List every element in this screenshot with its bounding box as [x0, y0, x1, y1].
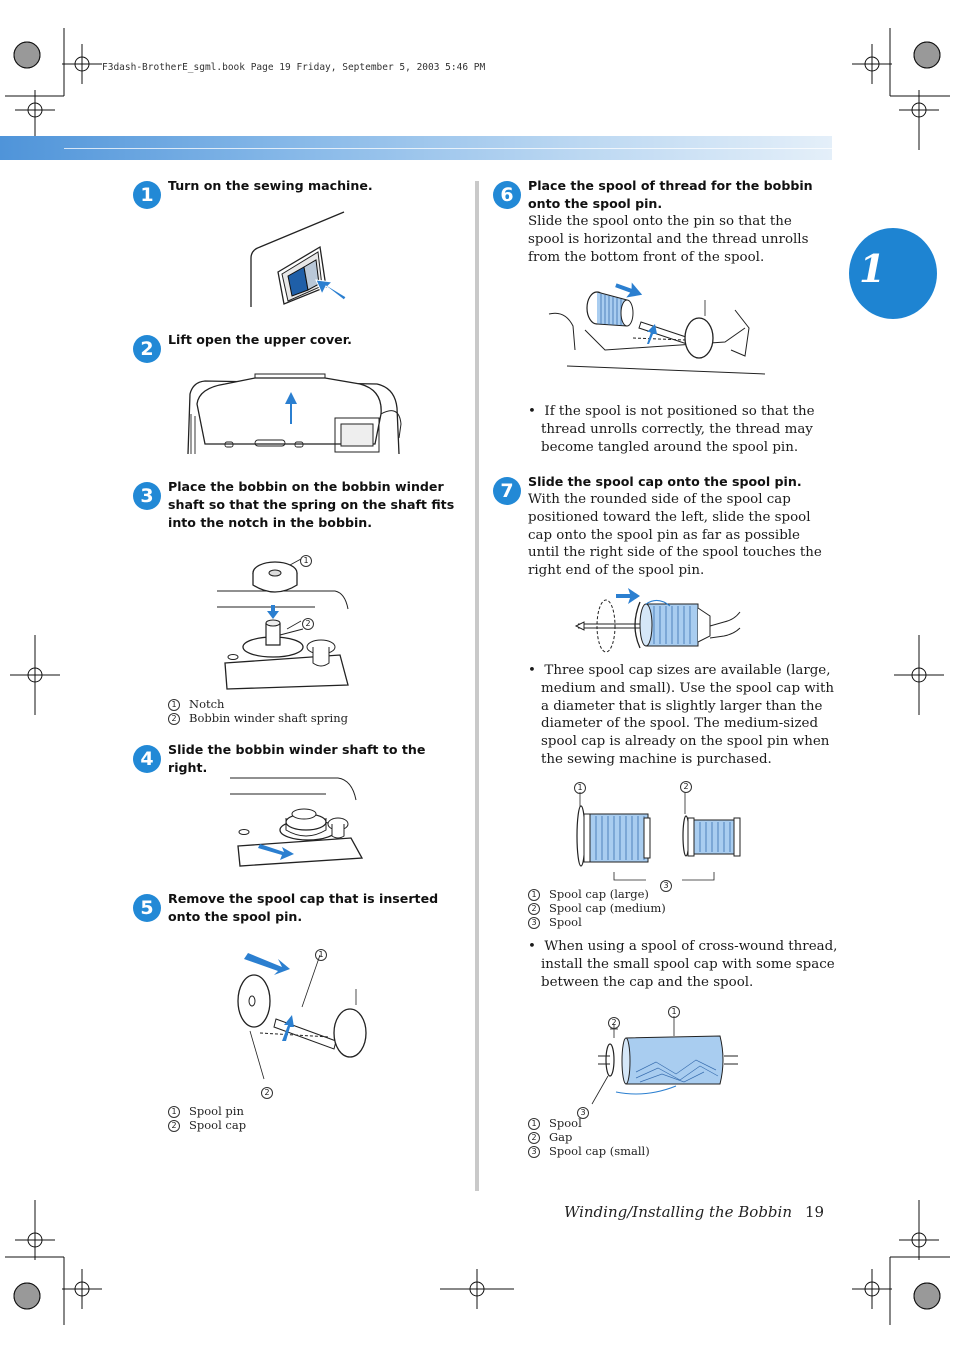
step-title: Place the spool of thread for the bobbin…	[528, 178, 813, 211]
chapter-tab[interactable]: 1	[849, 228, 937, 319]
note-bullet: • If the spool is not positioned so that…	[528, 404, 815, 455]
note-bullet: • When using a spool of cross-wound thre…	[528, 939, 838, 990]
callout-2: 2	[261, 1081, 282, 1100]
callout-2: 2	[302, 612, 323, 631]
step-title: Lift open the upper cover.	[168, 332, 352, 347]
step-body: Slide the spool onto the pin so that the…	[528, 214, 809, 265]
upper-cover-illustration	[187, 373, 402, 455]
slide-spool-cap-illustration	[574, 588, 741, 653]
step-body: With the rounded side of the spool cap p…	[528, 492, 822, 579]
callout-2: 2	[608, 1011, 629, 1030]
remove-spool-cap-illustration	[237, 953, 367, 1080]
step-title: Turn on the sewing machine.	[168, 178, 373, 193]
step-number-badge: 7	[493, 477, 521, 505]
spool-cap-sizes-illustration	[576, 792, 741, 881]
cross-wound-spool-illustration	[591, 1016, 738, 1105]
column-divider	[475, 181, 479, 1191]
print-info-line: F3dash-BrotherE_sgml.book Page 19 Friday…	[102, 62, 486, 73]
step-number-badge: 5	[133, 894, 161, 922]
step-number-badge: 2	[133, 335, 161, 363]
callout-2: 2	[680, 775, 701, 794]
callout-1: 1	[574, 776, 595, 795]
note-bullet: • Three spool cap sizes are available (l…	[528, 663, 835, 767]
callout-1: 1	[315, 943, 336, 962]
callout-3: 3	[660, 874, 681, 893]
bobbin-winder-illustration	[217, 558, 349, 690]
step-title: Remove the spool cap that is inserted on…	[168, 891, 439, 924]
step-number-badge: 6	[493, 181, 521, 209]
step-number-badge: 4	[133, 745, 161, 773]
step-number-badge: 3	[133, 482, 161, 510]
callout-3: 3	[577, 1101, 598, 1120]
step-title: Slide the spool cap onto the spool pin.	[528, 474, 802, 489]
step-title: Slide the bobbin winder shaft to the rig…	[168, 742, 426, 775]
slide-shaft-illustration	[230, 777, 364, 867]
footer-section-title: Winding/Installing the Bobbin	[563, 1203, 792, 1221]
step-title: Place the bobbin on the bobbin winder sh…	[168, 479, 455, 530]
place-spool-illustration	[548, 282, 766, 375]
callout-1: 1	[300, 549, 321, 568]
chapter-number: 1	[859, 246, 886, 291]
header-band-rule	[64, 148, 832, 149]
power-switch-illustration	[250, 211, 347, 307]
callout-1: 1	[668, 1000, 689, 1019]
step-number-badge: 1	[133, 181, 161, 209]
footer-page-number: 19	[805, 1203, 825, 1221]
